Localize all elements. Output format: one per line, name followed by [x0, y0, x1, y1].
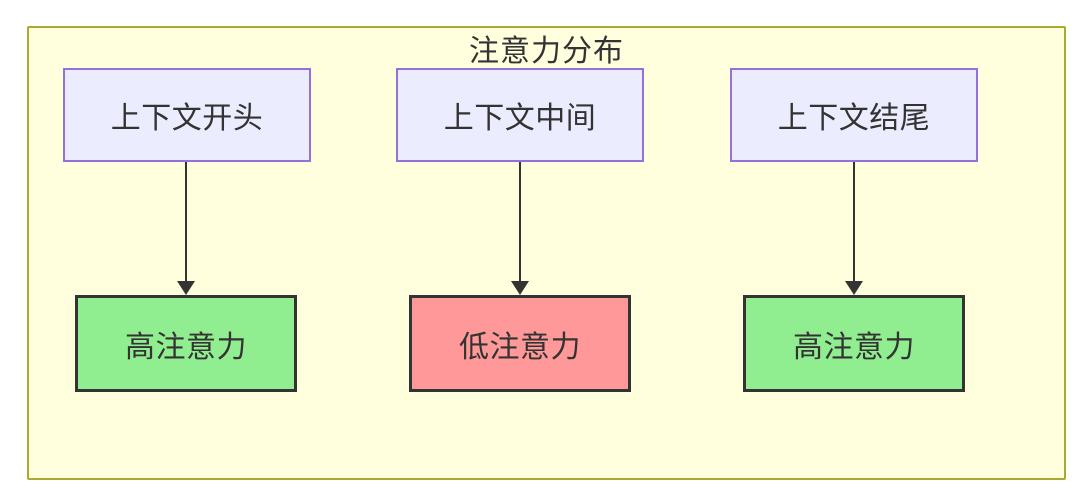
arrowhead-down-icon: [511, 281, 529, 295]
node-high-attention-start: 高注意力: [75, 295, 297, 392]
node-context-end: 上下文结尾: [730, 68, 978, 162]
node-high-attention-end: 高注意力: [743, 295, 965, 392]
node-low-attention-middle: 低注意力: [409, 295, 631, 392]
edge-line-middle-to-low: [518, 162, 521, 281]
diagram-title: 注意力分布: [469, 35, 624, 68]
arrowhead-down-icon: [845, 281, 863, 295]
node-context-start: 上下文开头: [63, 68, 311, 162]
edge-line-start-to-high: [184, 162, 187, 281]
edge-line-end-to-high: [852, 162, 855, 281]
arrowhead-down-icon: [177, 281, 195, 295]
node-context-middle: 上下文中间: [396, 68, 644, 162]
